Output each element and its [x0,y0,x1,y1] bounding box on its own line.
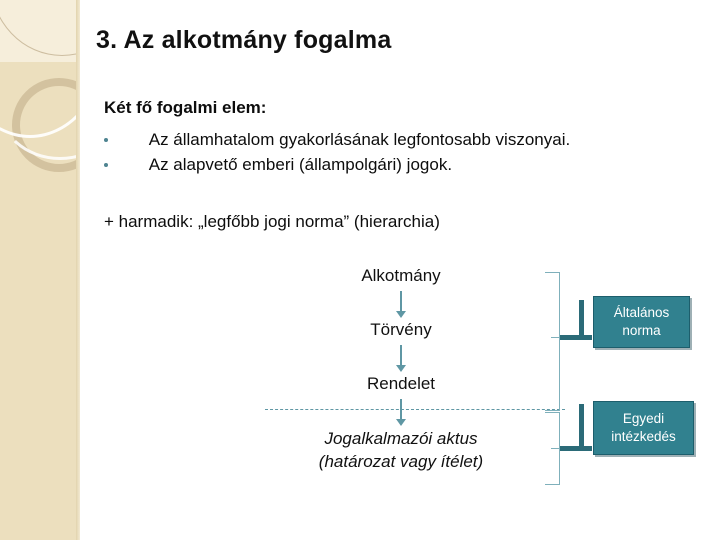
bullet-dot-icon [104,137,108,142]
arrow-shaft [400,399,402,422]
arrow-head-icon [396,419,406,426]
lead-text: Két fő fogalmi elem: [104,98,267,117]
bracket-stem-individual-measure [551,448,560,449]
bullet-item: Az alapvető emberi (állampolgári) jogok. [104,155,452,175]
jogalkalmazoi-line-1: Jogalkalmazói aktus [324,429,478,448]
callout-box-individual-measure: Egyedi intézkedés [593,401,694,455]
slide-title: 3. Az alkotmány fogalma [96,26,392,54]
arrow-shaft [400,345,402,368]
band-right-edge [76,0,80,540]
connector-horizontal-individual-measure [560,446,592,451]
bullet-item-label: Az alapvető emberi (állampolgári) jogok. [148,155,453,174]
bullet-dot-icon [104,162,108,167]
bracket-stem-general-norm [551,337,560,338]
callout-box-general-norm: Általános norma [593,296,690,348]
decorative-left-band [0,0,80,540]
diagram-node-jogalkalmazoi-aktus: Jogalkalmazói aktus (határozat vagy ítél… [281,427,521,473]
connector-vertical-individual-measure [579,404,584,451]
diagram-node-torveny: Törvény [370,320,432,339]
jogalkalmazoi-line-2: (határozat vagy ítélet) [318,452,484,471]
connector-horizontal-general-norm [560,335,592,340]
separator-dashed-line [265,409,565,410]
connector-vertical-general-norm [579,300,584,340]
arrow-head-icon [396,365,406,372]
arrow-head-icon [396,311,406,318]
diagram-node-rendelet: Rendelet [366,374,436,393]
bracket-general-norm [545,272,560,411]
bullet-item-label: Az államhatalom gyakorlásának legfontosa… [148,130,571,149]
callout-box-general-norm-label: Általános norma [613,305,670,338]
arrow-shaft [400,291,402,314]
bullet-item: Az államhatalom gyakorlásának legfontosa… [104,130,570,150]
third-element-note: + harmadik: „legfőbb jogi norma” (hierar… [104,212,440,231]
callout-box-individual-measure-label: Egyedi intézkedés [611,411,676,444]
diagram-node-alkotmany: Alkotmány [361,266,441,285]
